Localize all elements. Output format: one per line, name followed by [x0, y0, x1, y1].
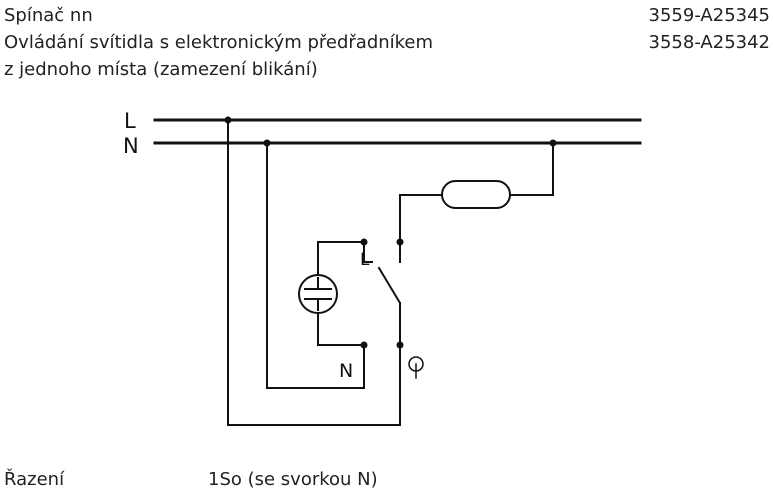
junction-N-right	[549, 139, 557, 147]
indicator-bottom-wire	[317, 312, 365, 346]
terminal-common-dot	[396, 341, 404, 349]
neutral-wire	[266, 142, 365, 389]
junction-L	[224, 116, 232, 124]
terminal-output-dot	[396, 238, 404, 246]
indicator-top-wire	[317, 241, 365, 276]
terminal-N-dot	[360, 341, 368, 349]
junction-N-left	[263, 139, 271, 147]
switch-L-terminal-lead	[363, 241, 373, 263]
title: Spínač nn	[4, 5, 93, 26]
phase-wire	[227, 119, 401, 426]
footer-value: 1So (se svorkou N)	[208, 469, 378, 490]
subtitle-line-1: Ovládání svítidla s elektronickým předřa…	[4, 32, 434, 53]
lamp-neutral-wire	[509, 142, 554, 196]
junction-dots	[224, 116, 557, 349]
terminal-label-L: L	[360, 250, 370, 270]
terminal-L-dot	[360, 238, 368, 246]
bus-label-N: N	[123, 134, 139, 158]
article-code-1: 3559-A25345	[648, 5, 770, 26]
subtitle-line-2: z jednoho místa (zamezení blikání)	[4, 59, 318, 80]
lamp-feed-wire	[399, 194, 443, 243]
terminal-label-N: N	[339, 360, 353, 382]
bus-label-L: L	[124, 109, 136, 133]
switch-blade	[377, 266, 402, 305]
fluorescent-lamp-icon	[441, 180, 511, 209]
article-code-2: 3558-A25342	[648, 32, 770, 53]
footer-label: Řazení	[4, 469, 65, 490]
